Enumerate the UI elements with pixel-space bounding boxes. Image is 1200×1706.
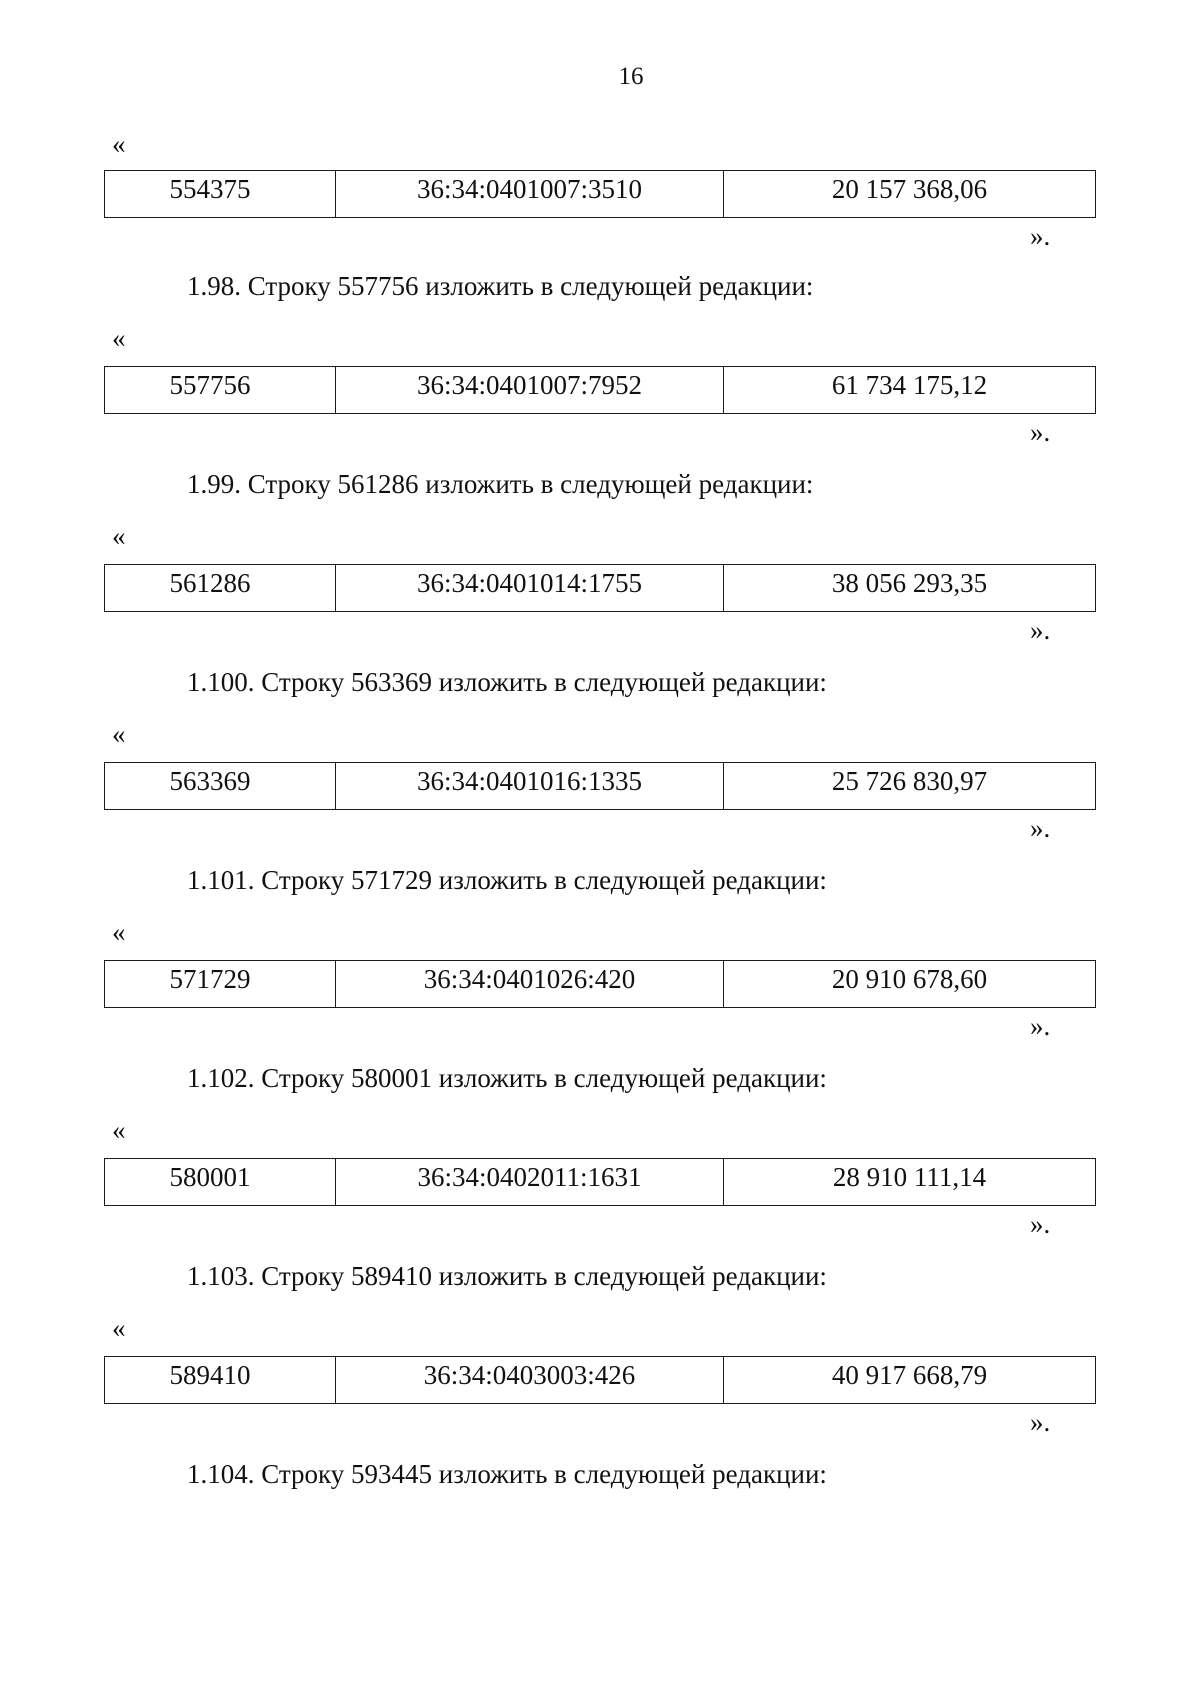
amendment-table: 554375 36:34:0401007:3510 20 157 368,06 bbox=[104, 170, 1096, 218]
cadastral-number-cell: 36:34:0401026:420 bbox=[335, 960, 724, 1008]
amendment-heading: 1.101. Строку 571729 изложить в следующе… bbox=[187, 865, 827, 895]
amendment-heading: 1.98. Строку 557756 изложить в следующей… bbox=[187, 271, 814, 301]
amendment-heading: 1.100. Строку 563369 изложить в следующе… bbox=[187, 667, 827, 697]
open-quote: « bbox=[112, 323, 126, 353]
row-id-cell: 563369 bbox=[104, 762, 336, 810]
table-row: 557756 36:34:0401007:7952 61 734 175,12 bbox=[104, 366, 1096, 414]
row-id-cell: 589410 bbox=[104, 1356, 336, 1404]
table-row: 561286 36:34:0401014:1755 38 056 293,35 bbox=[104, 564, 1096, 612]
table-row: 554375 36:34:0401007:3510 20 157 368,06 bbox=[104, 170, 1096, 218]
open-quote: « bbox=[112, 917, 126, 947]
open-quote: « bbox=[112, 719, 126, 749]
cadastral-value-cell: 38 056 293,35 bbox=[723, 564, 1096, 612]
close-quote: ». bbox=[1030, 1407, 1051, 1437]
close-quote: ». bbox=[1030, 813, 1051, 843]
cadastral-value-cell: 40 917 668,79 bbox=[723, 1356, 1096, 1404]
cadastral-value-cell: 61 734 175,12 bbox=[723, 366, 1096, 414]
cadastral-number-cell: 36:34:0403003:426 bbox=[335, 1356, 724, 1404]
amendment-heading: 1.99. Строку 561286 изложить в следующей… bbox=[187, 469, 814, 499]
cadastral-number-cell: 36:34:0401007:7952 bbox=[335, 366, 724, 414]
close-quote: ». bbox=[1030, 1011, 1051, 1041]
table-row: 571729 36:34:0401026:420 20 910 678,60 bbox=[104, 960, 1096, 1008]
cadastral-number-cell: 36:34:0401014:1755 bbox=[335, 564, 724, 612]
close-quote: ». bbox=[1030, 221, 1051, 251]
open-quote: « bbox=[112, 1313, 126, 1343]
table-row: 563369 36:34:0401016:1335 25 726 830,97 bbox=[104, 762, 1096, 810]
close-quote: ». bbox=[1030, 615, 1051, 645]
row-id-cell: 557756 bbox=[104, 366, 336, 414]
table-row: 589410 36:34:0403003:426 40 917 668,79 bbox=[104, 1356, 1096, 1404]
amendment-table: 571729 36:34:0401026:420 20 910 678,60 bbox=[104, 960, 1096, 1008]
row-id-cell: 580001 bbox=[104, 1158, 336, 1206]
cadastral-number-cell: 36:34:0401016:1335 bbox=[335, 762, 724, 810]
row-id-cell: 571729 bbox=[104, 960, 336, 1008]
amendment-table: 563369 36:34:0401016:1335 25 726 830,97 bbox=[104, 762, 1096, 810]
close-quote: ». bbox=[1030, 1209, 1051, 1239]
cadastral-value-cell: 20 910 678,60 bbox=[723, 960, 1096, 1008]
amendment-heading: 1.102. Строку 580001 изложить в следующе… bbox=[187, 1063, 827, 1093]
close-quote: ». bbox=[1030, 417, 1051, 447]
amendment-heading: 1.103. Строку 589410 изложить в следующе… bbox=[187, 1261, 827, 1291]
amendment-table: 561286 36:34:0401014:1755 38 056 293,35 bbox=[104, 564, 1096, 612]
open-quote: « bbox=[112, 521, 126, 551]
cadastral-number-cell: 36:34:0401007:3510 bbox=[335, 170, 724, 218]
row-id-cell: 554375 bbox=[104, 170, 336, 218]
amendment-table: 557756 36:34:0401007:7952 61 734 175,12 bbox=[104, 366, 1096, 414]
cadastral-value-cell: 25 726 830,97 bbox=[723, 762, 1096, 810]
open-quote: « bbox=[112, 129, 126, 159]
page-number: 16 bbox=[618, 63, 644, 90]
row-id-cell: 561286 bbox=[104, 564, 336, 612]
cadastral-value-cell: 20 157 368,06 bbox=[723, 170, 1096, 218]
open-quote: « bbox=[112, 1115, 126, 1145]
amendment-table: 580001 36:34:0402011:1631 28 910 111,14 bbox=[104, 1158, 1096, 1206]
amendment-table: 589410 36:34:0403003:426 40 917 668,79 bbox=[104, 1356, 1096, 1404]
amendment-heading: 1.104. Строку 593445 изложить в следующе… bbox=[187, 1459, 827, 1489]
table-row: 580001 36:34:0402011:1631 28 910 111,14 bbox=[104, 1158, 1096, 1206]
cadastral-value-cell: 28 910 111,14 bbox=[723, 1158, 1096, 1206]
cadastral-number-cell: 36:34:0402011:1631 bbox=[335, 1158, 724, 1206]
